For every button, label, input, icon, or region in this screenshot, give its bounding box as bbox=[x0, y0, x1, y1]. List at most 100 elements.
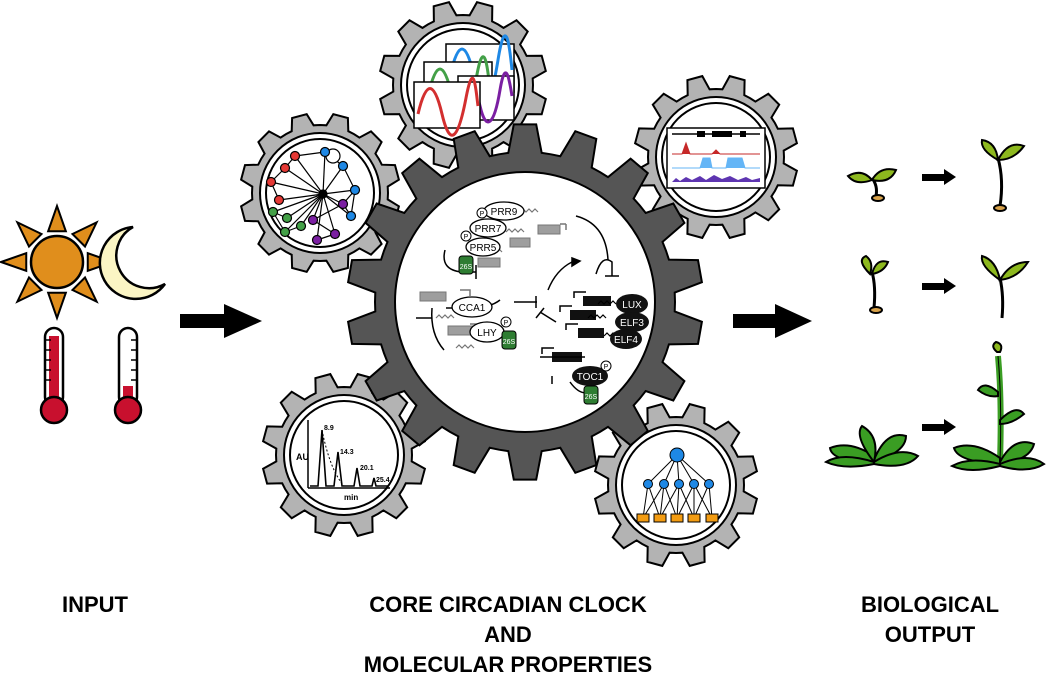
sun-ray bbox=[70, 275, 99, 304]
chromatogram-x-label: min bbox=[344, 493, 358, 502]
genome-browser-icon bbox=[666, 127, 766, 189]
network-node bbox=[337, 160, 349, 172]
network-edge bbox=[284, 167, 324, 195]
hierarchy-edge bbox=[693, 483, 710, 519]
hierarchy-leaf bbox=[705, 513, 719, 523]
network-node bbox=[281, 212, 293, 224]
network-edge bbox=[312, 203, 344, 221]
network-edge bbox=[294, 155, 324, 195]
core-caption-line: AND bbox=[484, 622, 532, 647]
rhythm-traces-icon bbox=[413, 34, 515, 137]
hierarchy-edge bbox=[708, 483, 713, 519]
protein-toc1: TOC1 bbox=[577, 372, 604, 383]
phospho-tag: P bbox=[464, 234, 469, 241]
output-caption: BIOLOGICAL OUTPUT bbox=[830, 590, 1030, 650]
sun-icon bbox=[0, 202, 117, 322]
network-edge bbox=[322, 151, 326, 195]
hierarchy-leaf bbox=[636, 513, 650, 523]
network-node bbox=[265, 176, 277, 188]
network-node bbox=[279, 162, 291, 174]
chromatogram-gear bbox=[261, 372, 427, 538]
phospho-tag: P bbox=[480, 211, 485, 218]
hierarchy-edge bbox=[678, 483, 695, 519]
hierarchy-node bbox=[674, 479, 684, 489]
seedling-icon bbox=[980, 138, 1026, 212]
network-node bbox=[311, 234, 323, 246]
sun-ray bbox=[46, 291, 68, 322]
hierarchy-edge bbox=[659, 483, 665, 519]
clock-mechanism: PRR9 PRR7 PRR5 CCA1 LHY LUX ELF3 ELF4 TO… bbox=[416, 201, 649, 405]
network-edge bbox=[284, 193, 324, 233]
core-caption: CORE CIRCADIAN CLOCK AND MOLECULAR PROPE… bbox=[318, 590, 698, 680]
rosette-icon bbox=[823, 424, 920, 468]
peak-label: 14.3 bbox=[340, 449, 354, 456]
network-edge bbox=[322, 189, 356, 195]
sun-ray bbox=[15, 275, 44, 304]
hierarchy-edge bbox=[659, 483, 680, 519]
network-edge bbox=[270, 181, 324, 195]
core-caption-line: CORE CIRCADIAN CLOCK bbox=[369, 592, 647, 617]
seedling-icon bbox=[846, 168, 898, 202]
protein-prr7: PRR7 bbox=[475, 224, 502, 235]
network-edge bbox=[278, 193, 324, 201]
hierarchy-node bbox=[704, 479, 714, 489]
hierarchy-edge bbox=[676, 483, 680, 519]
hierarchy-edge bbox=[693, 483, 713, 519]
hierarchy-leaf bbox=[653, 513, 667, 523]
network-node bbox=[329, 228, 341, 240]
network-node bbox=[273, 194, 285, 206]
peak-label: 8.9 bbox=[324, 425, 334, 432]
arrow-icon bbox=[922, 278, 956, 294]
network-edge bbox=[286, 193, 324, 219]
network-node bbox=[318, 189, 328, 199]
hierarchy-node bbox=[659, 479, 669, 489]
protein-prr5: PRR5 bbox=[470, 243, 497, 254]
chromatogram-y-label: AU bbox=[296, 452, 309, 462]
protein-cca1: CCA1 bbox=[459, 303, 486, 314]
hierarchy-node bbox=[689, 479, 699, 489]
arrow-icon bbox=[180, 304, 262, 338]
network-node bbox=[267, 206, 279, 218]
proteasome-label: 26S bbox=[503, 339, 516, 346]
output-caption-line: OUTPUT bbox=[884, 622, 976, 647]
network-icon bbox=[265, 146, 361, 246]
peak-label: 20.1 bbox=[360, 465, 374, 472]
sun-ray bbox=[15, 220, 44, 249]
sun-ray bbox=[46, 202, 68, 233]
input-caption: INPUT bbox=[62, 592, 128, 617]
protein-elf3: ELF3 bbox=[620, 318, 644, 329]
hierarchy-leaf bbox=[687, 513, 701, 523]
network-edge bbox=[316, 193, 324, 241]
network-edge bbox=[300, 193, 324, 227]
network-node bbox=[337, 198, 349, 210]
hierarchy-edge bbox=[676, 483, 695, 519]
core-caption-line: MOLECULAR PROPERTIES bbox=[363, 652, 653, 677]
seedling-icon bbox=[980, 254, 1030, 319]
proteasome-label: 26S bbox=[460, 264, 473, 271]
protein-elf4: ELF4 bbox=[614, 335, 638, 346]
chromatogram-icon: AU min 8.9 14.3 20.1 25.4 bbox=[296, 420, 390, 502]
network-edge bbox=[322, 165, 344, 195]
seedling-icon bbox=[860, 254, 890, 314]
network-node bbox=[345, 210, 357, 222]
hot-thermometer-icon bbox=[39, 326, 69, 425]
protein-lux: LUX bbox=[622, 300, 642, 311]
arrow-icon bbox=[922, 169, 956, 185]
hierarchy-edge bbox=[642, 483, 665, 519]
network-node bbox=[295, 220, 307, 232]
protein-lhy: LHY bbox=[477, 328, 497, 339]
network-node bbox=[349, 184, 361, 196]
hierarchy-node bbox=[643, 479, 653, 489]
peak-label: 25.4 bbox=[376, 477, 390, 484]
arrow-icon bbox=[733, 304, 812, 338]
gear-face bbox=[289, 400, 399, 510]
network-node bbox=[307, 214, 319, 226]
network-edge bbox=[322, 193, 336, 235]
sun-ray bbox=[0, 251, 28, 273]
hierarchy-icon bbox=[636, 447, 719, 523]
phospho-tag: P bbox=[604, 364, 609, 371]
hierarchy-leaf bbox=[670, 513, 684, 523]
hierarchy-edge bbox=[642, 483, 649, 519]
arrow-icon bbox=[922, 419, 956, 435]
